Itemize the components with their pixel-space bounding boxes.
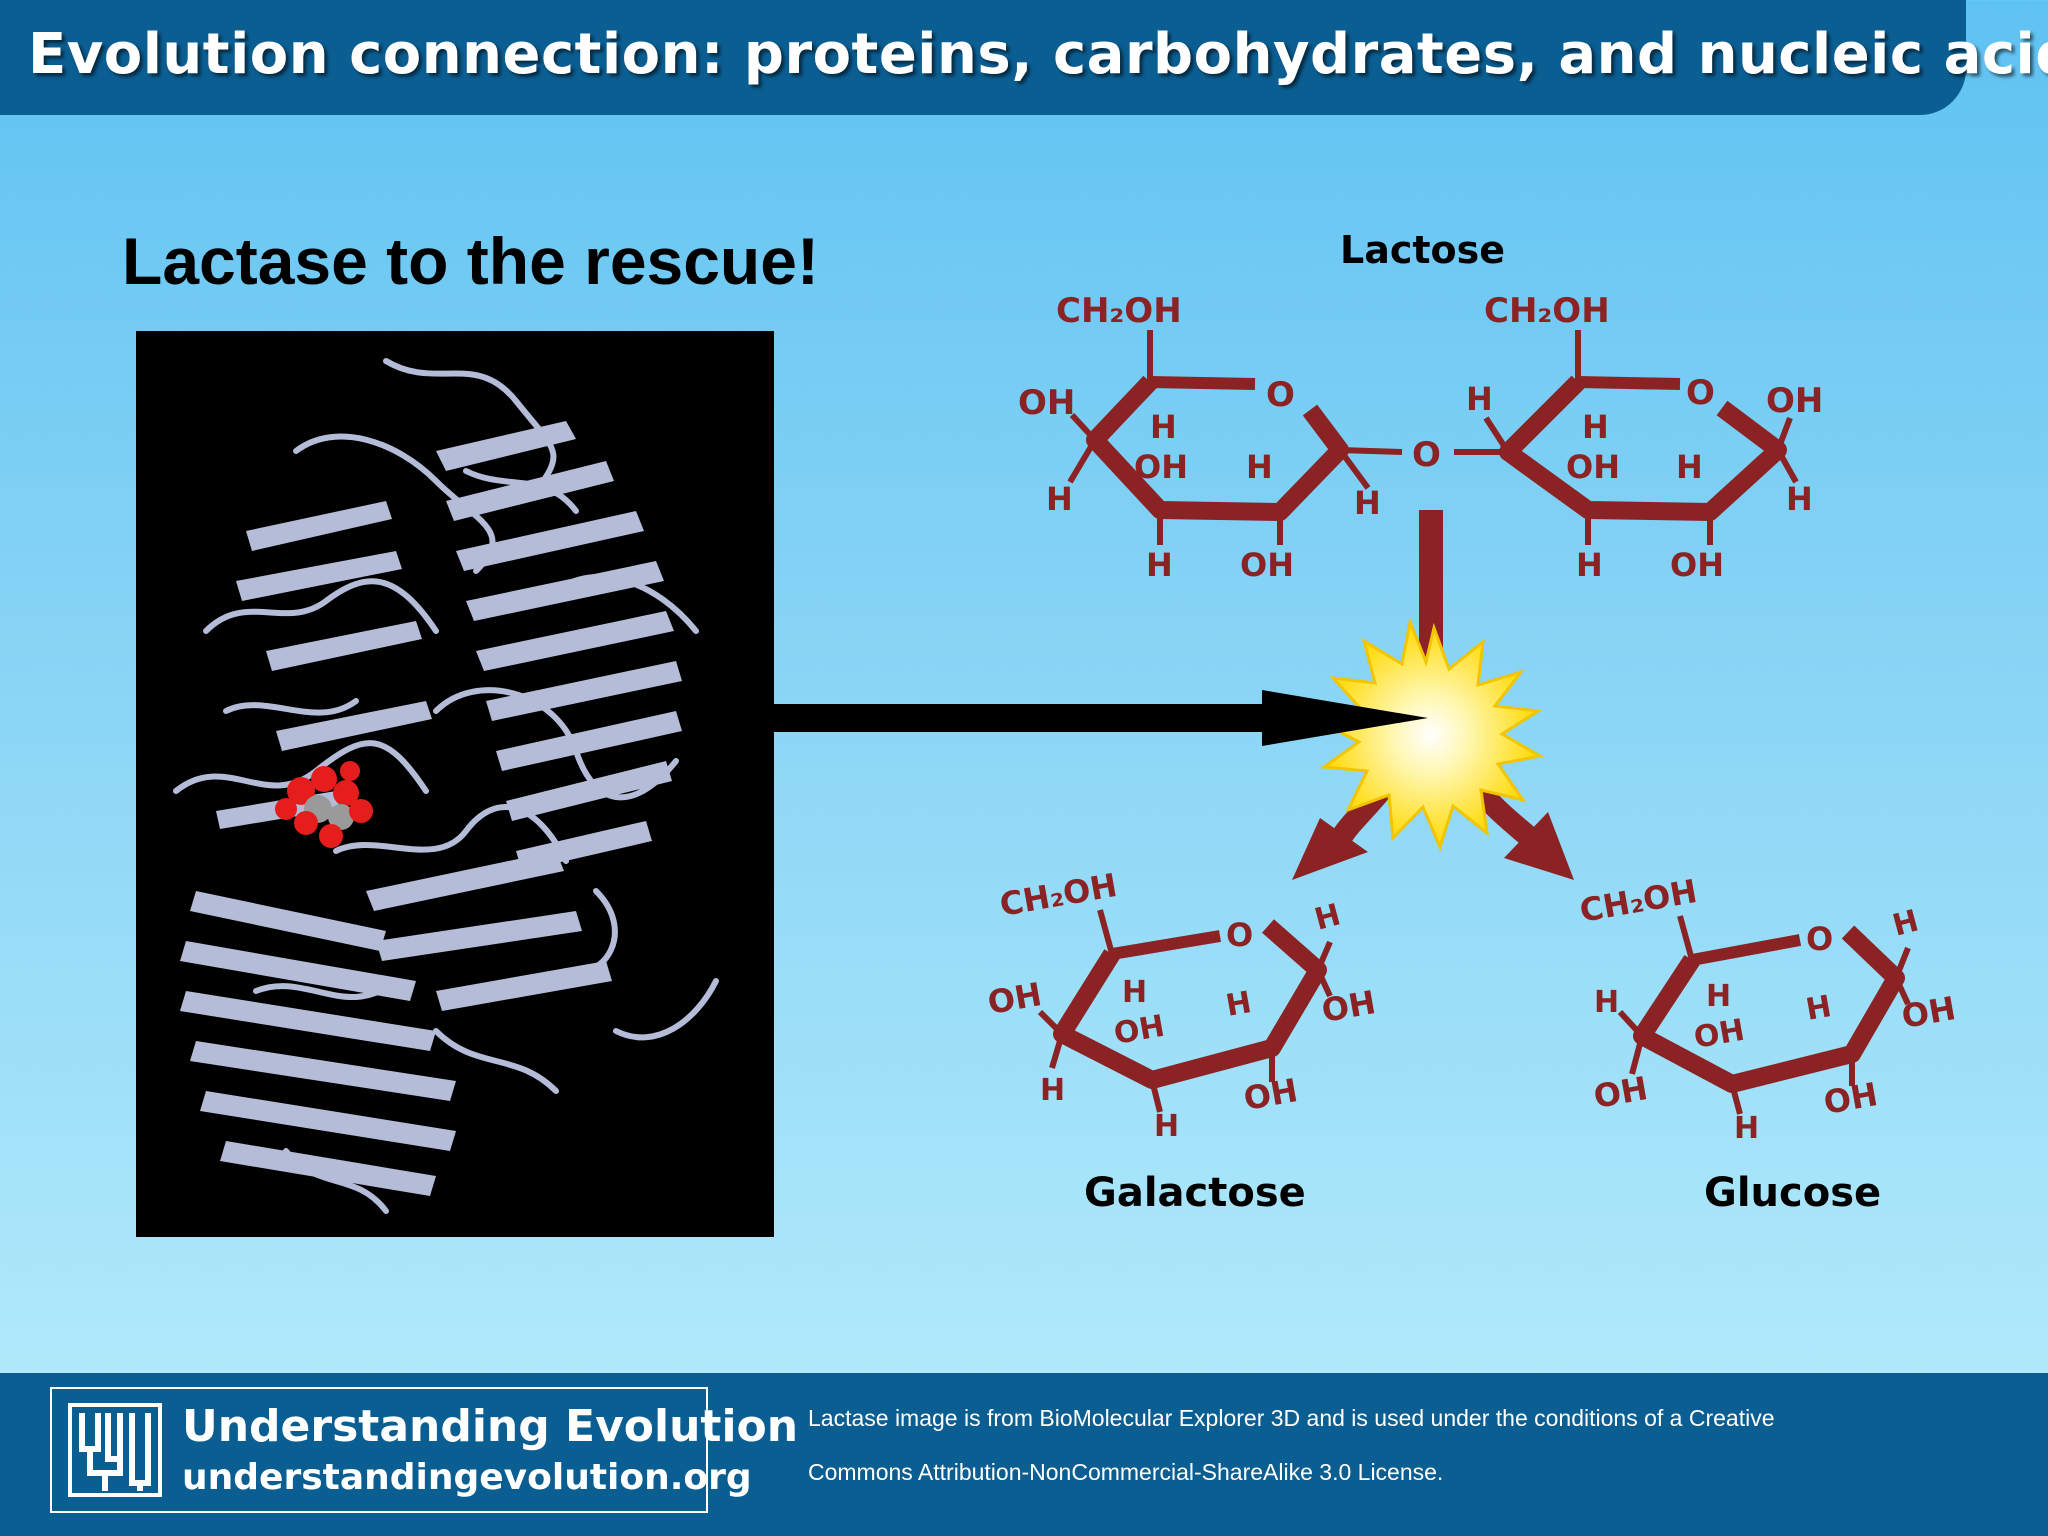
galactose-h-mid: H (1223, 985, 1254, 1024)
lactase-protein-image (136, 331, 774, 1237)
lactose-label: Lactose (1340, 228, 1506, 272)
footer: Understanding Evolution understandingevo… (0, 1373, 2048, 1536)
lactose-right-ring: CH₂OH O OH H H OH H H H OH (1466, 291, 1823, 584)
lactose-r-oh-mid: OH (1566, 448, 1620, 486)
image-credit-line-2: Commons Attribution-NonCommercial-ShareA… (808, 1459, 1444, 1485)
glucose-oh-left: OH (1591, 1069, 1651, 1116)
logo-name: Understanding Evolution (182, 1401, 799, 1452)
lactose-l-h-mid: H (1246, 448, 1273, 486)
galactose-h-upper: H (1122, 975, 1147, 1010)
galactose-oh-low: OH (1241, 1071, 1301, 1118)
galactose-oh-mid: OH (1111, 1009, 1167, 1052)
galactose-h-low: H (1154, 1109, 1179, 1144)
glucose-h-left: H (1594, 985, 1619, 1020)
lactose-l-h-low: H (1146, 546, 1173, 584)
enzyme-action-arrow (774, 690, 1428, 746)
glucose-oh-low: OH (1821, 1075, 1881, 1122)
reaction-starburst (1317, 616, 1545, 852)
understanding-evolution-logo[interactable]: Understanding Evolution understandingevo… (50, 1387, 798, 1513)
galactose-label: Galactose (1084, 1170, 1306, 1216)
glucose-oh-right: OH (1899, 989, 1959, 1036)
lactose-l-oh-low: OH (1240, 546, 1294, 584)
glucose-o: O (1806, 920, 1833, 958)
lactose-r-oh-low: OH (1670, 546, 1724, 584)
logo-url: understandingevolution.org (182, 1457, 752, 1498)
lactose-r-oh-right: OH (1766, 381, 1823, 421)
lactose-l-h-upper: H (1150, 408, 1177, 446)
galactose-oh-right: OH (1319, 983, 1379, 1030)
lactose-r-h-left: H (1466, 380, 1493, 418)
lactose-r-h-upper: H (1582, 408, 1609, 446)
phylogeny-logo-icon (68, 1403, 162, 1497)
lactose-l-o: O (1266, 375, 1295, 415)
galactose-o: O (1226, 916, 1253, 954)
lactose-r-ch2oh: CH₂OH (1484, 291, 1610, 331)
glucose-ring: CH₂OH O H H H H OH OH OH H OH (1577, 872, 1959, 1146)
galactose-h-left: H (1040, 1073, 1065, 1108)
lactose-r-h-mid: H (1676, 448, 1703, 486)
glucose-label: Glucose (1704, 1170, 1882, 1216)
header-bar: Evolution connection: proteins, carbohyd… (0, 0, 2048, 115)
galactose-h-top: H (1311, 897, 1344, 937)
lactose-r-h-right: H (1786, 480, 1813, 518)
lactose-l-oh-left: OH (1018, 383, 1075, 423)
lactase-ribbon-drawing (173, 358, 719, 1214)
lactose-l-h-right: H (1354, 484, 1381, 522)
lactose-l-oh-mid: OH (1134, 448, 1188, 486)
lactose-r-h-low: H (1576, 546, 1603, 584)
slide-title: Evolution connection: proteins, carbohyd… (28, 22, 2048, 87)
lactose-left-ring: CH₂OH O OH H OH H H H OH H (1018, 291, 1403, 584)
lactose-r-o: O (1686, 373, 1715, 413)
lactose-l-ch2oh: CH₂OH (1056, 291, 1182, 331)
galactose-oh-left: OH (985, 975, 1045, 1022)
lactose-l-h-left: H (1046, 480, 1073, 518)
image-credit-line-1: Lactase image is from BioMolecular Explo… (808, 1405, 1775, 1431)
galactose-ring: CH₂OH O H OH H H OH OH H H OH (985, 866, 1379, 1144)
glucose-h-mid: H (1803, 989, 1834, 1028)
glucose-h-top: H (1889, 903, 1922, 943)
glucose-h-low: H (1734, 1111, 1759, 1146)
slide-heading: Lactase to the rescue! (122, 224, 819, 298)
glucose-h-upper: H (1706, 979, 1731, 1014)
lactose-hydrolysis-diagram: CH₂OH O OH H OH H H H OH H O CH₂OH O OH … (774, 291, 1959, 1146)
ligand-cluster (275, 761, 373, 848)
lactose-bridge-o: O (1412, 435, 1441, 475)
glucose-oh-mid: OH (1691, 1013, 1747, 1056)
